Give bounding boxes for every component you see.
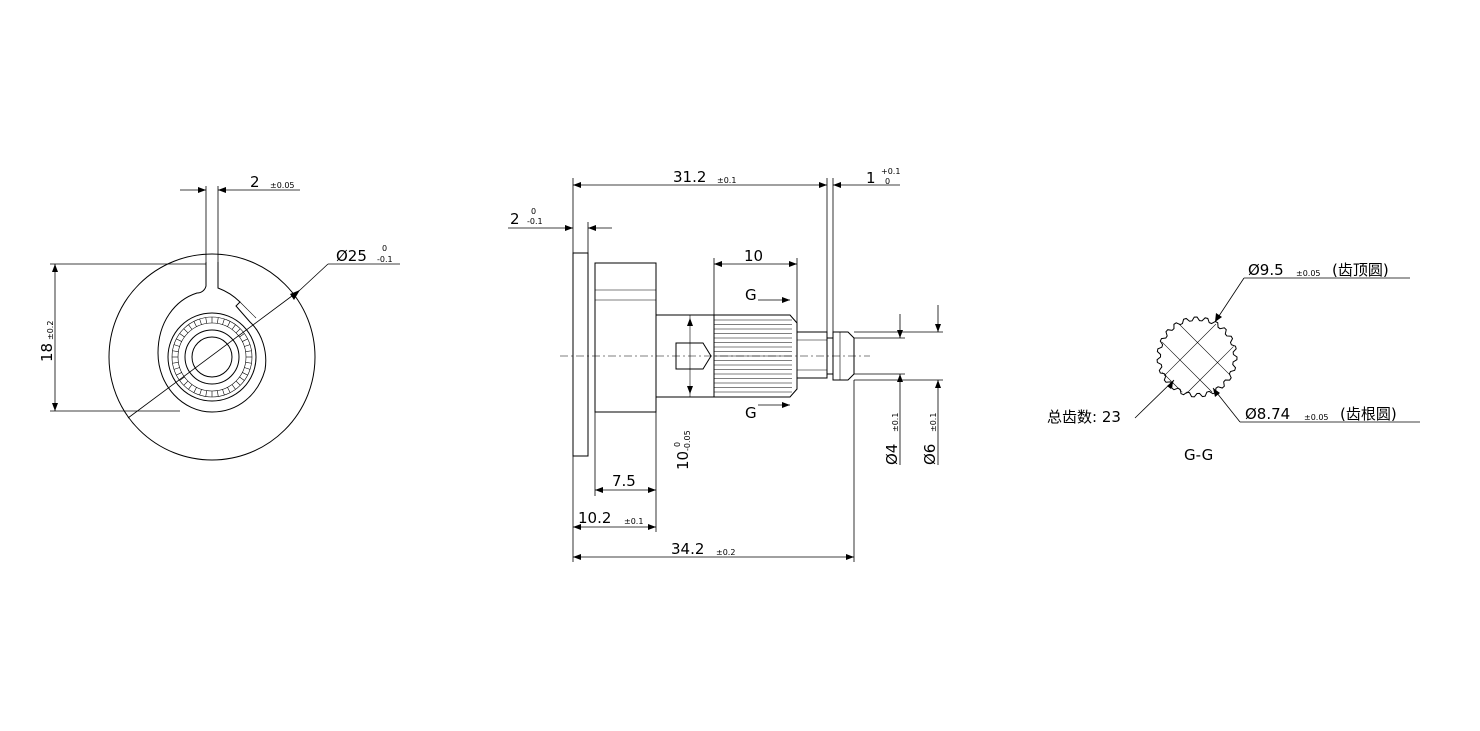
blind-hole [675, 342, 712, 370]
width-dim-tol: ±0.05 [270, 181, 295, 190]
spline-tooth-line [176, 338, 182, 342]
len-31-value: 31.2 [673, 168, 706, 186]
spline-tooth-line [193, 387, 197, 393]
diameter-dim-value: Ø25 [336, 247, 367, 265]
spline-teeth [172, 317, 252, 397]
section-mark-top: G [745, 286, 757, 304]
spline-len-value: 10 [744, 247, 763, 265]
spline-tooth-line [188, 384, 193, 390]
dia-10-tol-lower: -0.05 [683, 430, 692, 451]
spline-tooth-line [242, 372, 248, 376]
outer-disc [108, 253, 316, 461]
section-view-gg: Ø9.5 ±0.05 (齿顶圆) Ø8.74 ±0.05 (齿根圆) 总齿数: … [1047, 261, 1420, 464]
spline-tooth-line [242, 338, 248, 342]
spline-tooth-line [222, 389, 225, 396]
spline-tooth-line [217, 390, 219, 397]
dia-6-value: Ø6 [921, 444, 939, 465]
spline-tooth-line [205, 390, 207, 397]
spline-tooth-line [205, 317, 207, 324]
spline-tooth-line [222, 318, 225, 325]
width-dim-value: 2 [250, 173, 260, 191]
len-31-tol: ±0.1 [717, 176, 736, 185]
flange-2-value: 2 [510, 210, 520, 228]
front-view: 2 ±0.05 Ø25 0 -0.1 18 ±0.2 [38, 173, 400, 461]
spline-tooth-line [227, 321, 231, 327]
root-dia-value: Ø8.74 [1245, 405, 1290, 423]
len-10-2-value: 10.2 [578, 509, 611, 527]
spline-tooth-line [193, 321, 197, 327]
teeth-count: 总齿数: 23 [1047, 408, 1121, 426]
flange-2-tol-upper: 0 [531, 207, 536, 216]
len-7-5-value: 7.5 [612, 472, 636, 490]
neck-section [796, 331, 828, 379]
section-mark-bottom: G [745, 404, 757, 422]
spline-tooth-line [199, 318, 202, 325]
dia-10-tol-upper: 0 [673, 442, 682, 447]
len-34-2-tol: ±0.2 [716, 548, 735, 557]
spline-tooth-line [188, 324, 193, 330]
bore-outer [184, 329, 240, 385]
spline-tooth-line [231, 384, 236, 390]
side-view: G G 31.2 ±0.1 1 +0.1 0 2 0 -0.1 10 [508, 167, 943, 562]
spline-tooth-line [244, 367, 251, 370]
spline-tooth-line [172, 362, 179, 364]
height-dim-value: 18 [38, 343, 56, 362]
section-gear-profile [1156, 316, 1238, 398]
spline-tooth-line [245, 350, 252, 352]
spline-tooth-line [231, 324, 236, 330]
spline-tooth-line [217, 317, 219, 324]
spline-tooth-line [176, 372, 182, 376]
spline-tooth-line [173, 367, 180, 370]
hub-body [594, 262, 657, 413]
dia-6-tol: ±0.1 [929, 413, 938, 432]
len-34-2-value: 34.2 [671, 540, 704, 558]
spline-section [713, 314, 798, 398]
len-1-value: 1 [866, 169, 876, 187]
dia-10-value: 10 [674, 451, 692, 470]
section-hatch [1159, 319, 1235, 395]
root-dia-note: (齿根圆) [1340, 405, 1397, 423]
tip-dia-tol: ±0.05 [1296, 269, 1321, 278]
spline-lines [714, 319, 792, 393]
spline-tooth-line [235, 328, 241, 334]
len-1-tol-upper: +0.1 [881, 167, 900, 176]
spline-tooth-line [172, 350, 179, 352]
spline-tooth-line [239, 376, 245, 381]
spline-tooth-line [173, 344, 180, 347]
tip-dia-note: (齿顶圆) [1332, 261, 1389, 279]
spline-tooth-line [183, 380, 189, 386]
flange-2-tol-lower: -0.1 [527, 217, 543, 226]
dia-4-value: Ø4 [883, 444, 901, 465]
cam-slot-profile [157, 262, 267, 413]
len-10-2-tol: ±0.1 [624, 517, 643, 526]
height-dim-tol: ±0.2 [46, 321, 55, 340]
spline-tooth-line [235, 380, 241, 386]
cam-slot-inner [239, 301, 257, 319]
diameter-dim-tol-lower: -0.1 [377, 255, 393, 264]
dia-4-tol: ±0.1 [891, 413, 900, 432]
spline-tooth-line [199, 389, 202, 396]
root-dia-tol: ±0.05 [1304, 413, 1329, 422]
len-1-tol-lower: 0 [885, 177, 890, 186]
spline-tooth-line [179, 333, 185, 338]
spline-tooth-line [183, 328, 189, 334]
spline-outer [167, 312, 257, 402]
section-title: G-G [1184, 446, 1213, 464]
diameter-dim-tol-upper: 0 [382, 244, 387, 253]
flange-plate [572, 252, 589, 457]
spline-tooth-line [244, 344, 251, 347]
spline-tooth-line [179, 376, 185, 381]
spline-tooth-line [227, 387, 231, 393]
spline-tooth-line [239, 333, 245, 338]
spline-tooth-line [245, 362, 252, 364]
bore-inner [191, 336, 233, 378]
spline-root [177, 322, 247, 392]
tip-dia-value: Ø9.5 [1248, 261, 1284, 279]
